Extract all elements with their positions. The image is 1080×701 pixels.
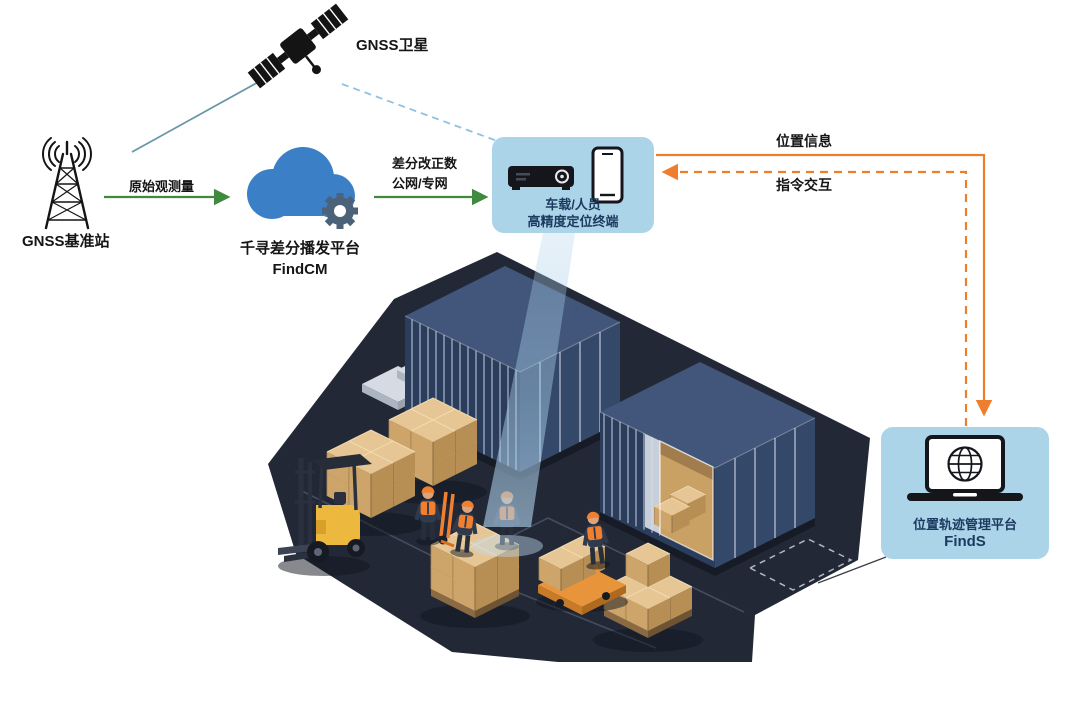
- forklift-icon: [278, 454, 372, 576]
- finds-label-line2: FindS: [944, 533, 986, 550]
- terminal-label-line1: 车载/人员: [545, 197, 601, 212]
- finds-panel: 位置轨迹管理平台 FindS: [881, 427, 1049, 559]
- cloud-platform-label: 千寻差分播发平台: [239, 240, 360, 257]
- worker-pair: [416, 486, 480, 558]
- finds-pointer-line: [817, 556, 887, 584]
- crate-stack-center: [420, 522, 530, 628]
- finds-panel-icons: [907, 435, 1023, 501]
- base-station-label: GNSS基准站: [22, 233, 110, 250]
- connectors: [104, 79, 993, 584]
- smartphone-icon: [591, 146, 624, 204]
- command-interaction-arrow: [661, 163, 968, 426]
- terminal-panel: 车载/人员 高精度定位终端: [492, 137, 654, 233]
- radio-tower-icon: [42, 137, 92, 230]
- dashed-zone-marker: [748, 538, 853, 591]
- position-info-label: 位置信息: [776, 133, 832, 149]
- command-interaction-label: 指令交互: [776, 177, 832, 193]
- laptop-globe-icon: [907, 435, 1023, 501]
- raw-observation-label: 原始观测量: [129, 179, 195, 194]
- terminal-label-line2: 高精度定位终端: [527, 214, 619, 229]
- diff-correction-label-line1: 差分改正数: [392, 156, 458, 171]
- crate-stack-right: [593, 542, 703, 652]
- hand-truck-icon: [438, 491, 455, 548]
- satellite-label: GNSS卫星: [356, 37, 429, 54]
- pallet-jack-group: [536, 511, 628, 615]
- container-2: [599, 362, 816, 576]
- terminal-panel-icons: [508, 146, 624, 204]
- satellite-to-base-link: [131, 79, 263, 153]
- finds-label-line1: 位置轨迹管理平台: [912, 517, 1017, 532]
- gear-icon: [322, 193, 358, 229]
- satellite-icon: [247, 3, 349, 89]
- diff-correction-label-line2: 公网/专网: [392, 176, 448, 191]
- receiver-box-icon: [508, 166, 574, 190]
- cloud-platform-name: FindCM: [272, 261, 328, 278]
- positioning-beam: [471, 233, 575, 557]
- position-info-arrow: [656, 153, 993, 417]
- satellite-to-terminal-link: [341, 83, 501, 143]
